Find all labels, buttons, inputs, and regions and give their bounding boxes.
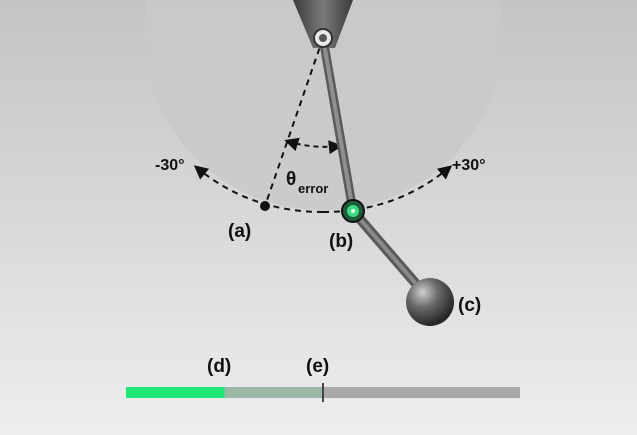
pivot-bolt-inner xyxy=(319,34,327,42)
label-b: (b) xyxy=(329,231,353,252)
joint-center xyxy=(351,209,355,213)
swing-range-disc xyxy=(143,0,504,211)
target-point-dot xyxy=(260,201,270,211)
angle-range-arc-right xyxy=(322,165,453,213)
angle-range-arc-left xyxy=(193,165,324,213)
label-d: (d) xyxy=(207,356,231,377)
label-minus-30: -30° xyxy=(155,157,185,174)
label-plus-30: +30° xyxy=(452,157,486,174)
label-c: (c) xyxy=(458,295,481,316)
label-theta: θ xyxy=(286,169,296,190)
pivot-mount xyxy=(293,0,353,48)
label-e: (e) xyxy=(306,356,329,377)
pendulum-bob xyxy=(406,278,454,326)
label-theta-subscript: error xyxy=(298,181,328,196)
theta-error-arrow xyxy=(284,137,343,155)
progress-bar xyxy=(126,383,520,402)
progress-fill xyxy=(126,387,225,398)
upper-rod-highlight xyxy=(321,36,355,213)
reference-dashed-line xyxy=(264,37,324,207)
label-a: (a) xyxy=(228,221,251,242)
